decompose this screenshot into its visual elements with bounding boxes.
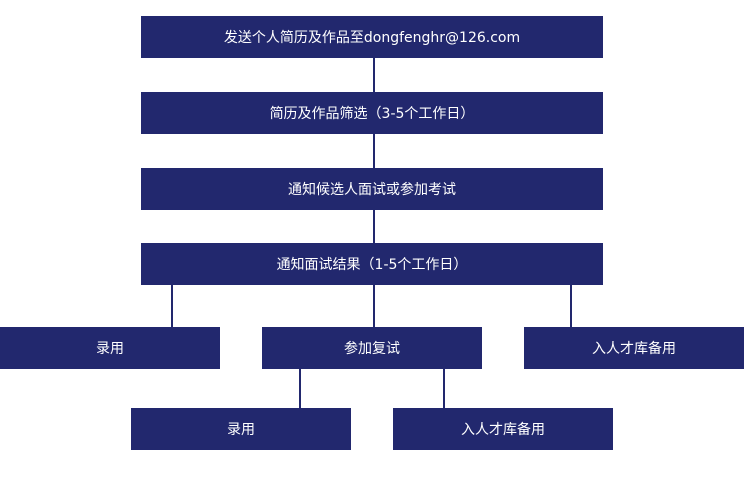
step-send-resume: 发送个人简历及作品至dongfenghr@126.com — [141, 16, 603, 58]
step-notify-result: 通知面试结果（1-5个工作日） — [141, 243, 603, 285]
step-notify-interview: 通知候选人面试或参加考试 — [141, 168, 603, 210]
outcome-second-interview: 参加复试 — [262, 327, 482, 369]
outcome-hire: 录用 — [0, 327, 220, 369]
second-outcome-hire: 录用 — [131, 408, 351, 450]
outcome-talent-pool: 入人才库备用 — [524, 327, 744, 369]
second-outcome-talent-pool: 入人才库备用 — [393, 408, 613, 450]
step-screening: 简历及作品筛选（3-5个工作日） — [141, 92, 603, 134]
